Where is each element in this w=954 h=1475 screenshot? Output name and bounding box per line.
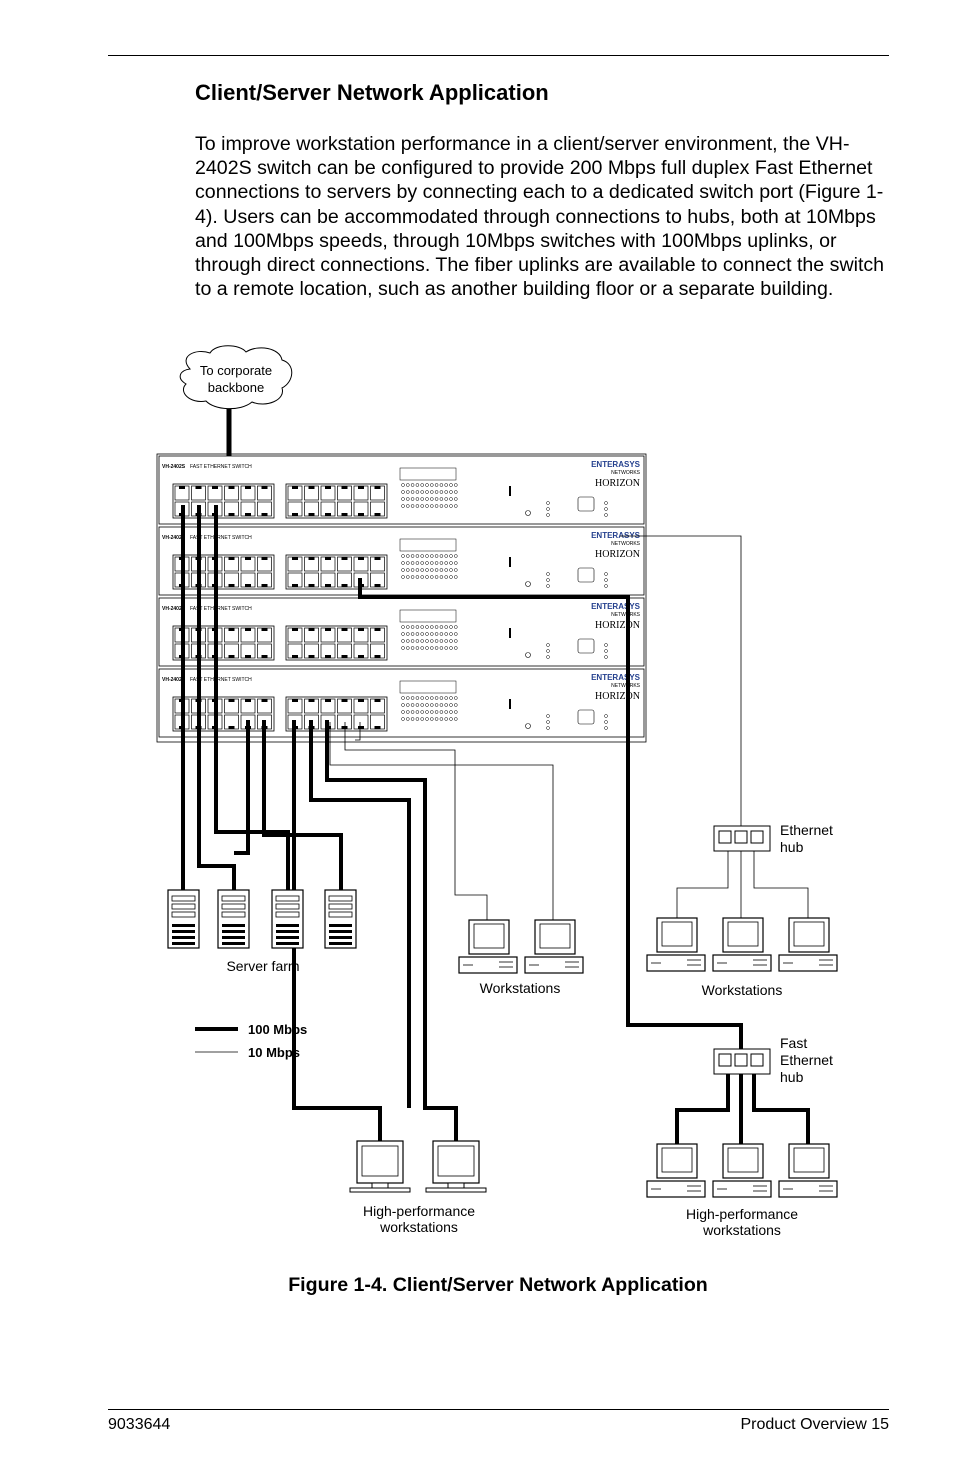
server-farm-label: Server farm xyxy=(226,958,299,974)
legend-10-label: 10 Mbps xyxy=(248,1045,300,1060)
switch-model-label: VH-2402S xyxy=(162,464,186,470)
backbone-cloud: To corporate backbone xyxy=(179,345,293,410)
workstation-1 xyxy=(458,919,518,974)
brand-sub-logo: NETWORKS xyxy=(611,541,641,547)
hp-workstations-direct: High-performance workstations xyxy=(349,1140,487,1235)
switch-desc-label: FAST ETHERNET SWITCH xyxy=(190,535,252,541)
brand-logo: ENTERASYS xyxy=(591,460,641,469)
switch-unit-2: VH-2402S FAST ETHERNET SWITCH ENTERASYSNET… xyxy=(158,526,645,596)
switch-model-label: VH-2402S xyxy=(162,677,186,683)
fast-hub-label-line2: Ethernet xyxy=(780,1052,833,1068)
section-title: Client/Server Network Application xyxy=(195,80,549,105)
switch-unit-3: VH-2402S FAST ETHERNET SWITCH ENTERASYSNET… xyxy=(158,597,645,667)
switch-unit-1: VH-2402S FAST ETHERNET SWITCH ENTERASYSNET… xyxy=(158,455,645,525)
product-logo: HORIZON xyxy=(595,478,640,489)
fast-ethernet-hub: Fast Ethernet hub xyxy=(713,1035,833,1085)
server-4 xyxy=(324,889,357,949)
product-logo: HORIZON xyxy=(595,549,640,560)
doc-number: 9033644 xyxy=(108,1416,171,1433)
hp-workstation-2 xyxy=(425,1140,487,1193)
intro-paragraph: To improve workstation performance in a … xyxy=(195,133,885,301)
legend: 100 Mbps 10 Mbps xyxy=(195,1022,307,1060)
workstations-direct: Workstations xyxy=(458,919,584,996)
workstations-label-2: Workstations xyxy=(702,982,783,998)
hp-workstations-hub: High-performance workstations xyxy=(646,1143,838,1238)
thin-cabling xyxy=(329,535,809,920)
hp-workstations-label-line1: High-performance xyxy=(363,1203,475,1219)
hp-workstations-label-2-line2: workstations xyxy=(702,1222,781,1238)
switch-model-label: VH-2402S xyxy=(162,606,186,612)
server-1 xyxy=(167,889,200,949)
brand-logo: ENTERASYS xyxy=(591,673,641,682)
ethernet-hub: Ethernet hub xyxy=(713,822,833,855)
footer-rule xyxy=(108,1409,889,1410)
hp-workstation-4 xyxy=(712,1143,772,1198)
hp-workstations-label-line2: workstations xyxy=(379,1219,458,1235)
hp-workstation-5 xyxy=(778,1143,838,1198)
brand-logo: ENTERASYS xyxy=(591,531,641,540)
server-3 xyxy=(271,889,304,949)
switch-model-label: VH-2402S xyxy=(162,535,186,541)
workstation-4 xyxy=(712,917,772,972)
workstation-2 xyxy=(524,919,584,974)
hp-workstation-3 xyxy=(646,1143,706,1198)
hp-workstations-label-2-line1: High-performance xyxy=(686,1206,798,1222)
ethernet-hub-label-line1: Ethernet xyxy=(780,822,833,838)
switch-desc-label: FAST ETHERNET SWITCH xyxy=(190,464,252,470)
cloud-label-line1: To corporate xyxy=(200,363,272,378)
workstation-5 xyxy=(778,917,838,972)
fast-hub-label-line3: hub xyxy=(780,1069,804,1085)
hp-workstation-1 xyxy=(349,1140,411,1193)
brand-sub-logo: NETWORKS xyxy=(611,683,641,689)
footer-page-info: Product Overview 15 xyxy=(740,1416,889,1433)
workstations-hub: Workstations xyxy=(646,917,838,998)
figure-caption: Figure 1-4. Client/Server Network Applic… xyxy=(288,1274,708,1296)
product-logo: HORIZON xyxy=(595,620,640,631)
fast-hub-label-line1: Fast xyxy=(780,1035,807,1051)
switch-unit-4: VH-2402S FAST ETHERNET SWITCH ENTERASYSNET… xyxy=(158,668,645,738)
brand-sub-logo: NETWORKS xyxy=(611,612,641,618)
ethernet-hub-label-line2: hub xyxy=(780,839,804,855)
server-2 xyxy=(217,889,250,949)
product-logo: HORIZON xyxy=(595,691,640,702)
switch-desc-label: FAST ETHERNET SWITCH xyxy=(190,606,252,612)
workstation-3 xyxy=(646,917,706,972)
brand-sub-logo: NETWORKS xyxy=(611,470,641,476)
workstations-label: Workstations xyxy=(480,980,561,996)
header-rule xyxy=(108,55,889,56)
switch-desc-label: FAST ETHERNET SWITCH xyxy=(190,677,252,683)
cloud-label-line2: backbone xyxy=(208,380,264,395)
brand-logo: ENTERASYS xyxy=(591,602,641,611)
legend-100-label: 100 Mbps xyxy=(248,1022,307,1037)
server-farm: Server farm xyxy=(167,889,357,974)
